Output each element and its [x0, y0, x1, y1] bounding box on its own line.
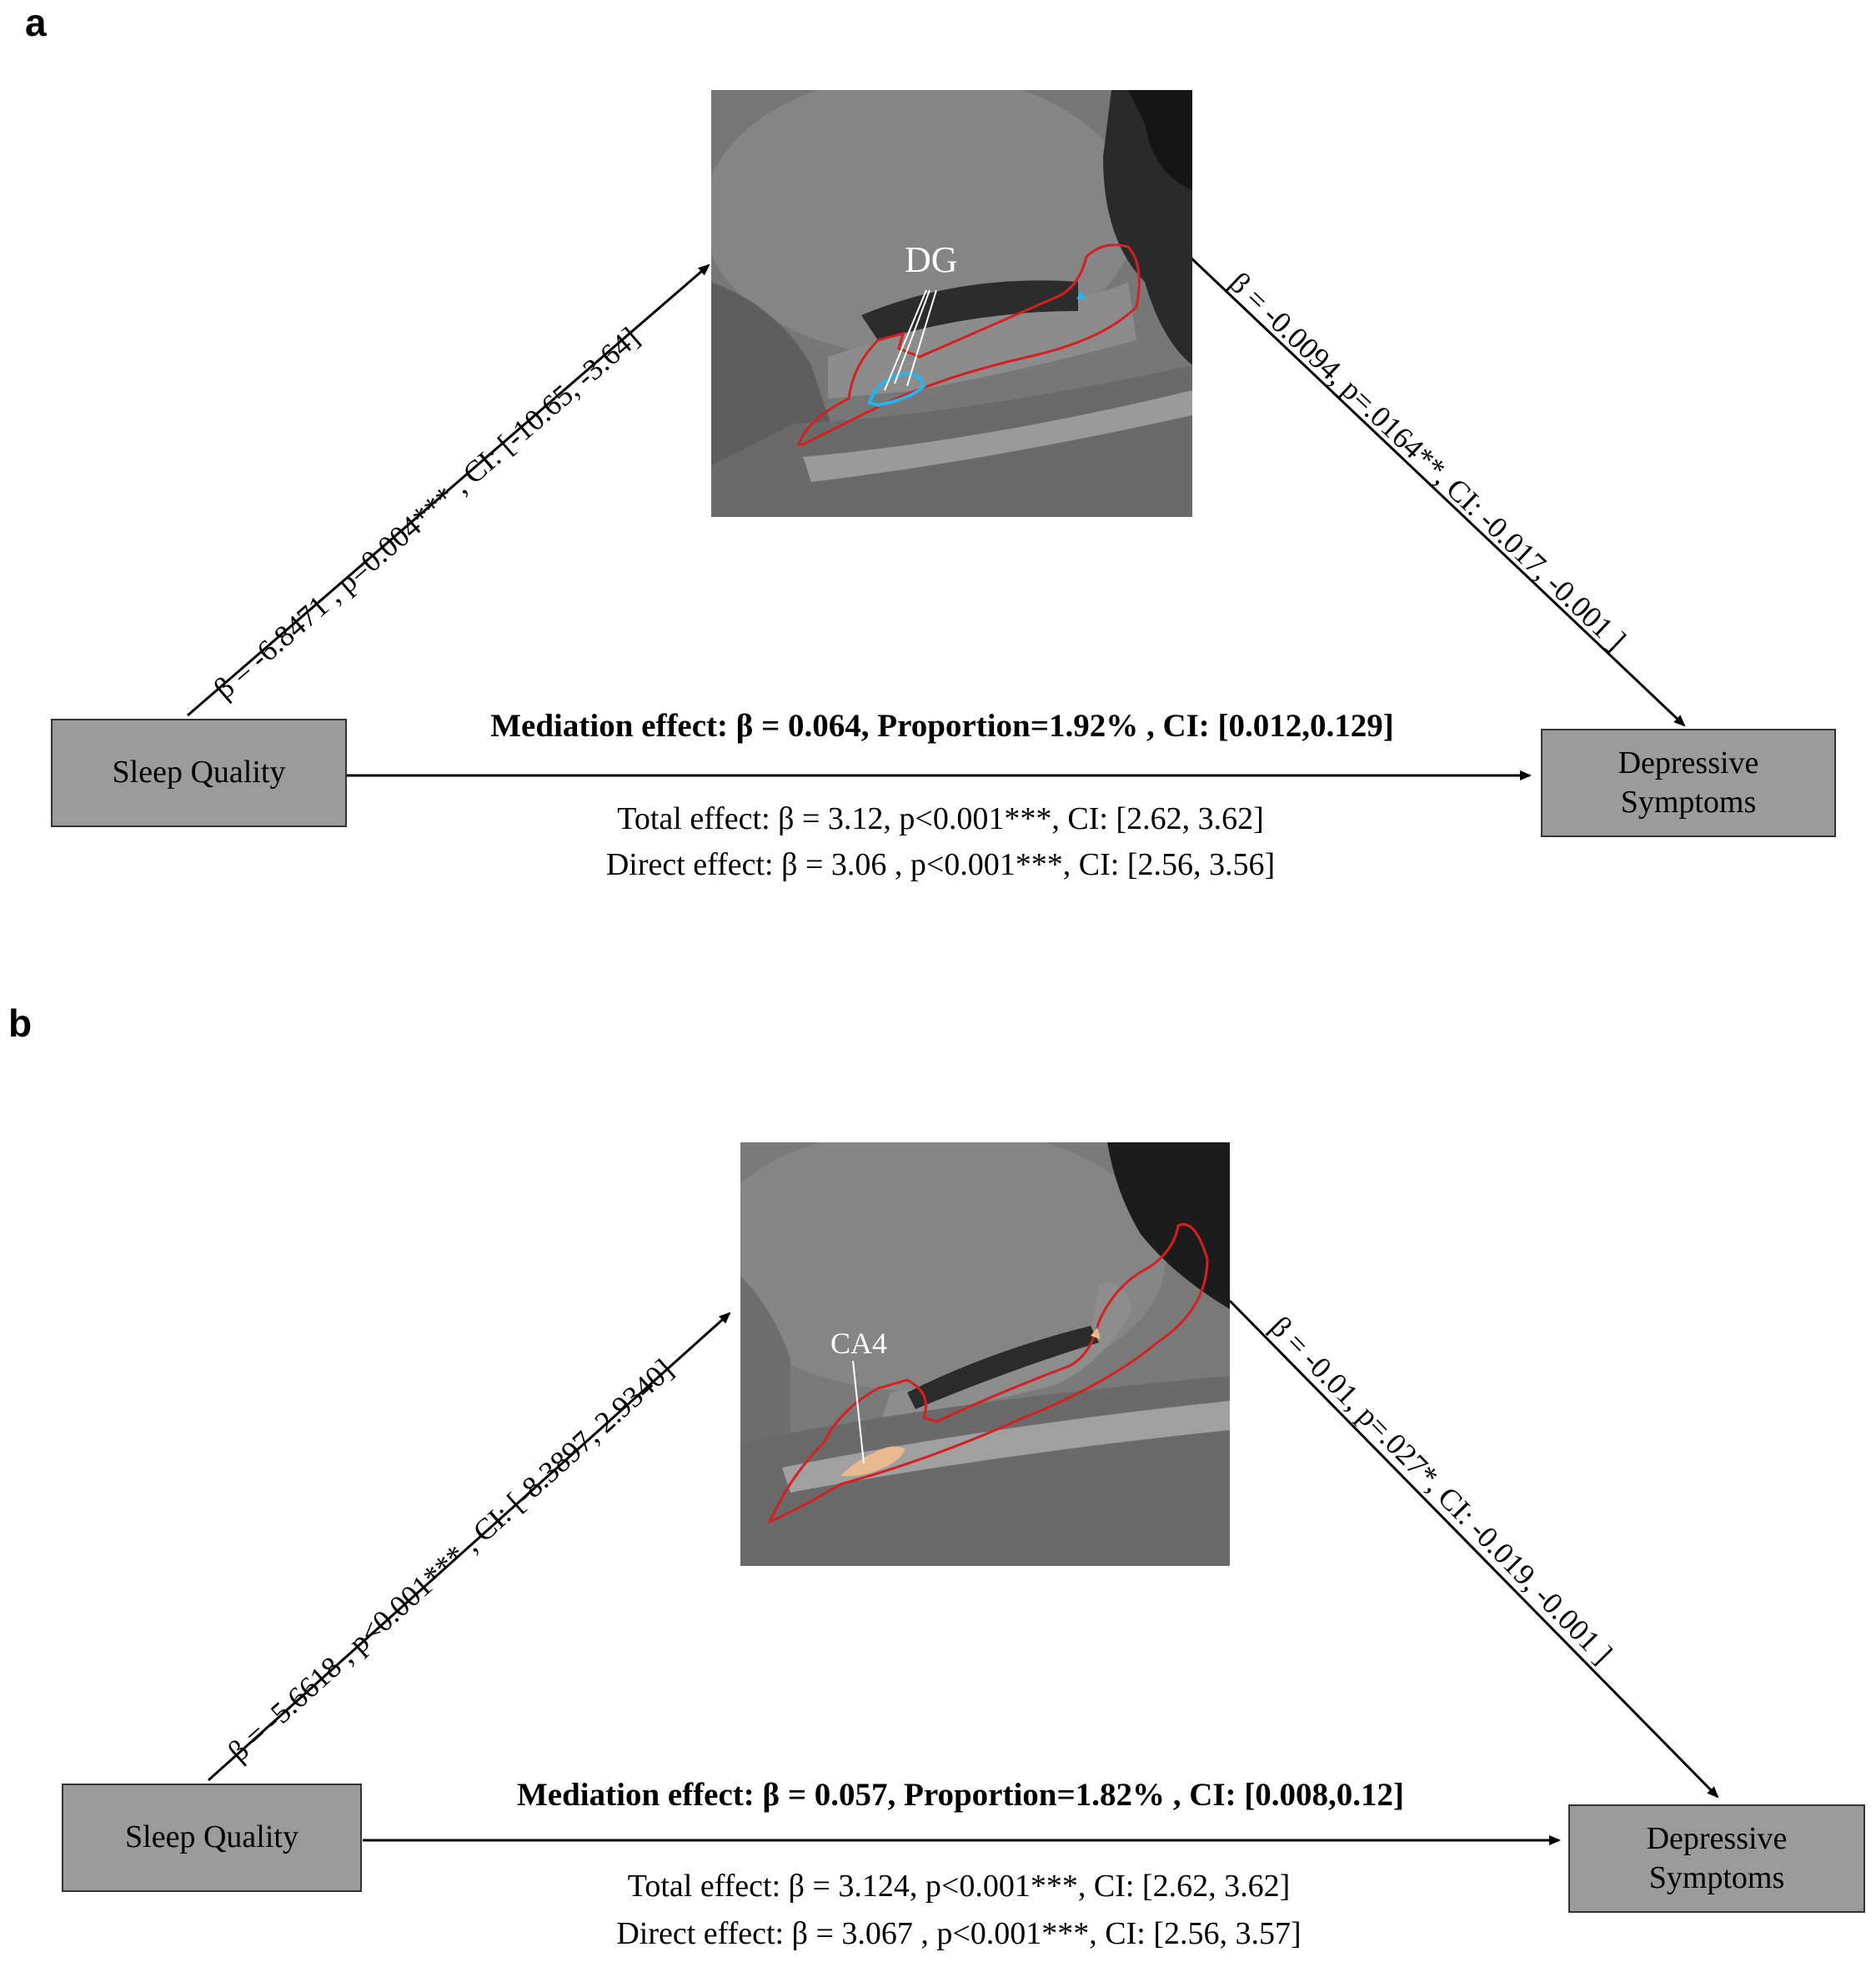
panel-a-direct-effect: Direct effect: β = 3.06 , p<0.001***, CI…	[605, 847, 1276, 882]
arrow-b-path-b	[1228, 1299, 1719, 1799]
panel-a-total-effect: Total effect: β = 3.12, p<0.001***, CI: …	[617, 801, 1264, 836]
panel-b-ca4-region	[840, 1446, 905, 1477]
panel-b-sleep-quality-label: Sleep Quality	[125, 1819, 298, 1855]
panel-b-roi-label: CA4	[830, 1327, 888, 1360]
panel-a-depressive-symptoms-label: Depressive Symptoms	[1618, 745, 1759, 820]
panel-b-letter: b	[8, 1001, 33, 1045]
panel-a-hippocampus-outline	[796, 243, 1141, 446]
arrow-b-path-a	[207, 1312, 731, 1782]
panel-a-letter: a	[25, 1, 47, 44]
panel-a-dg-region	[867, 371, 926, 408]
panel-b-depressive-symptoms-label: Depressive Symptoms	[1646, 1820, 1788, 1896]
panel-b-mri-image: CA4	[740, 1142, 1230, 1566]
panel-b-mediation-effect: Mediation effect: β = 0.057, Proportion=…	[516, 1777, 1405, 1813]
panel-a-roi-label: DG	[905, 239, 958, 280]
panel-b-direct-effect: Direct effect: β = 3.067 , p<0.001***, C…	[616, 1916, 1302, 1951]
panel-a-mediation-effect: Mediation effect: β = 0.064, Proportion=…	[490, 708, 1394, 744]
panel-a-sleep-quality-node: Sleep Quality	[51, 719, 347, 827]
arrow-a-path-b	[1186, 253, 1686, 727]
panel-a-depressive-symptoms-node: Depressive Symptoms	[1541, 729, 1836, 837]
panel-b-total-effect: Total effect: β = 3.124, p<0.001***, CI:…	[627, 1869, 1291, 1904]
panel-b-sleep-quality-node: Sleep Quality	[62, 1784, 362, 1892]
panel-a-mri-image: DG	[711, 90, 1192, 517]
panel-a-sleep-quality-label: Sleep Quality	[112, 755, 286, 790]
panel-b-hippocampus-outline	[767, 1223, 1209, 1524]
panel-b-depressive-symptoms-node: Depressive Symptoms	[1568, 1804, 1865, 1913]
arrow-a-path-a	[187, 263, 710, 717]
